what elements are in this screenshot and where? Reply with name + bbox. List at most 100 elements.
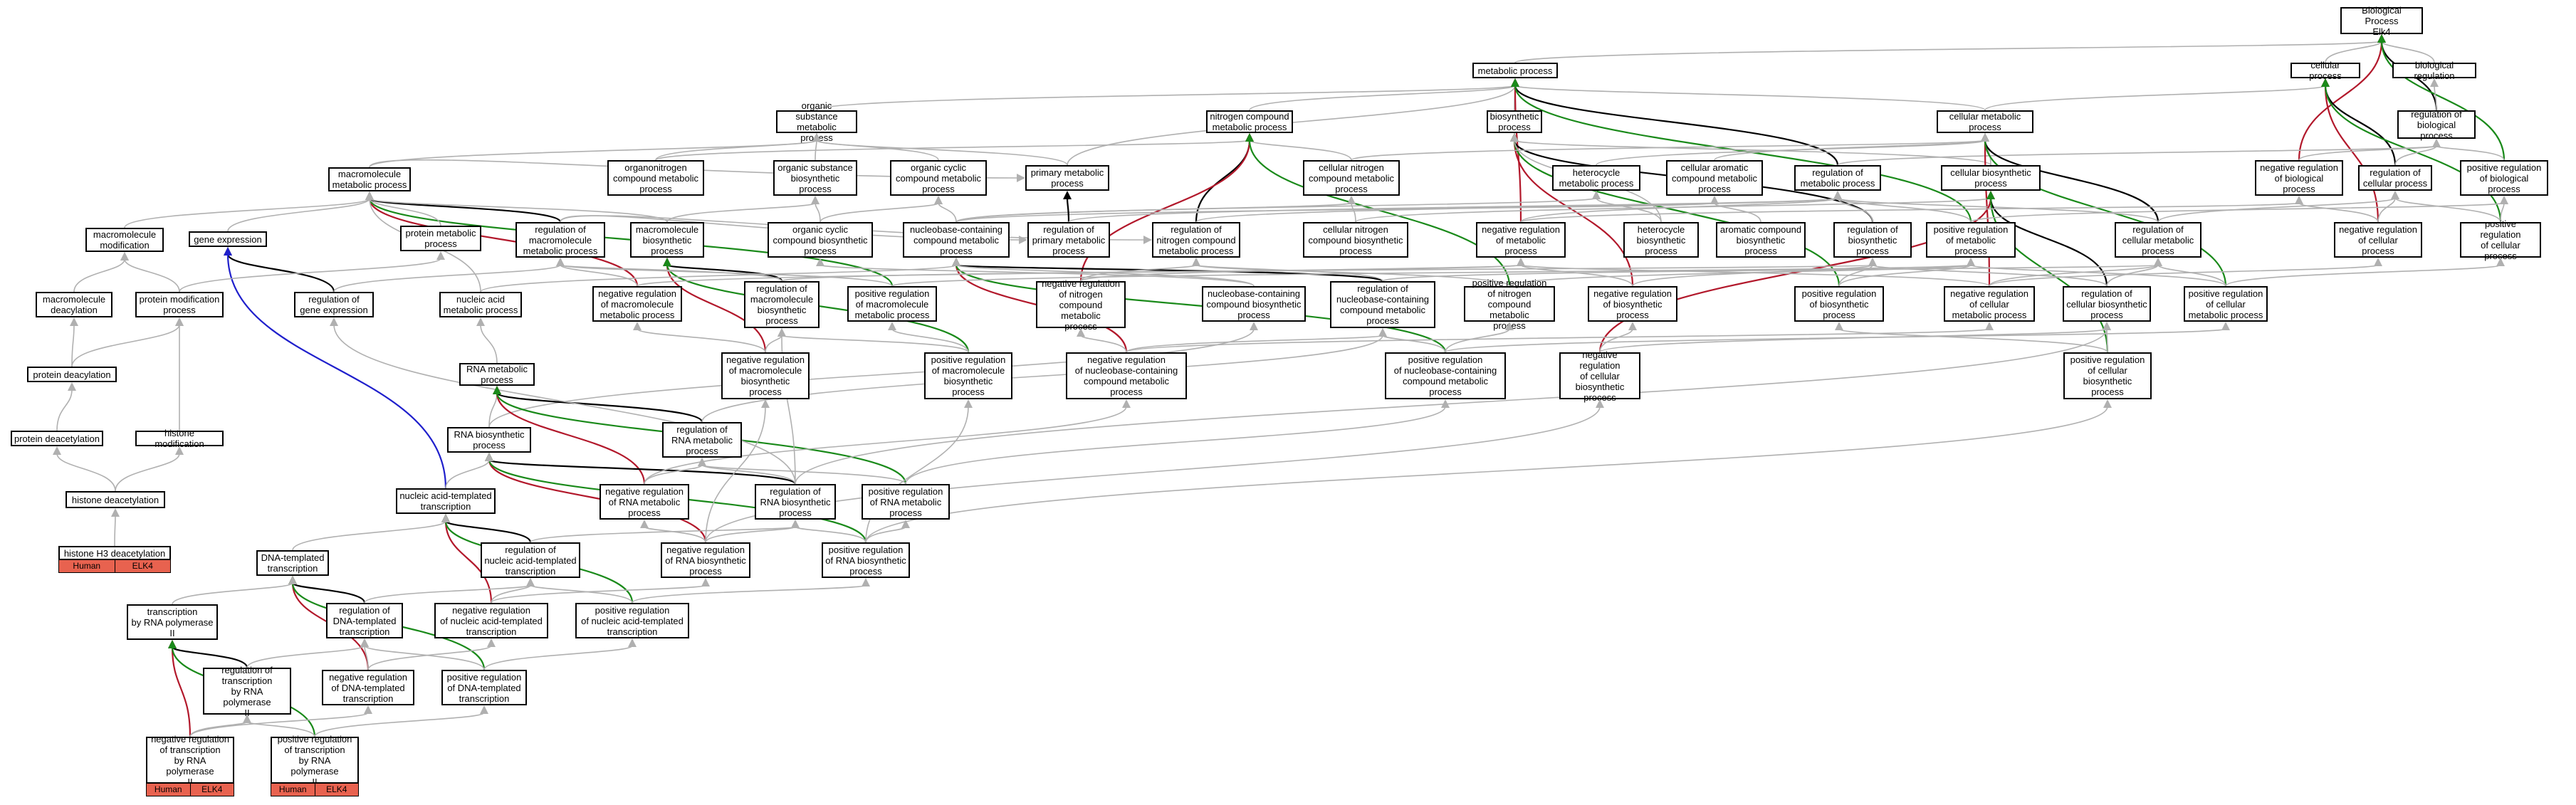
- go-term-mmp[interactable]: macromolecule metabolic process: [328, 167, 411, 191]
- go-term-cbp[interactable]: cellular biosynthetic process: [1941, 165, 2041, 191]
- edge-pm-to-mm: [124, 258, 180, 293]
- go-term-natt[interactable]: nucleic acid-templated transcription: [396, 488, 496, 514]
- go-term-breg[interactable]: biological regulation: [2392, 60, 2476, 81]
- go-term-prbp[interactable]: positive regulation of biological proces…: [2460, 160, 2548, 196]
- go-term-nrmmp[interactable]: negative regulation of macromolecule met…: [592, 286, 682, 322]
- annotation-tag-human[interactable]: Human: [271, 784, 315, 796]
- go-term-nrbsp[interactable]: negative regulation of biosynthetic proc…: [1588, 286, 1677, 322]
- go-term-pmp[interactable]: primary metabolic process: [1025, 165, 1109, 191]
- go-term-pm[interactable]: protein modification process: [135, 292, 224, 317]
- go-term-cp[interactable]: cellular process: [2290, 60, 2360, 81]
- go-term-prnatt[interactable]: positive regulation of nucleic acid-temp…: [575, 603, 689, 638]
- go-term-nccbp[interactable]: nucleobase-containing compound biosynthe…: [1202, 286, 1306, 322]
- go-term-dtt[interactable]: DNA-templated transcription: [256, 550, 329, 576]
- arrowhead-nrtrnap-to-nrdtt: [364, 705, 372, 714]
- go-term-osmp[interactable]: organic substance metabolic process: [776, 100, 857, 143]
- go-term-mbp[interactable]: macromolecule biosynthetic process: [630, 222, 704, 258]
- go-term-nam[interactable]: nucleic acid metabolic process: [439, 292, 522, 317]
- go-term-nrrnabp[interactable]: negative regulation of RNA biosynthetic …: [661, 542, 750, 578]
- edge-nrmp-to-rmp: [1520, 197, 1838, 223]
- go-term-pdeac[interactable]: protein deacetylation: [11, 431, 103, 446]
- annotation-tag-elk4[interactable]: ELK4: [314, 784, 358, 796]
- go-term-rnamp[interactable]: RNA metabolic process: [459, 363, 535, 386]
- go-term-mp[interactable]: metabolic process: [1472, 63, 1558, 78]
- go-term-ncmp[interactable]: nitrogen compound metabolic process: [1206, 110, 1293, 133]
- go-term-prmbp[interactable]: positive regulation of macromolecule bio…: [924, 352, 1012, 399]
- go-term-cmp[interactable]: cellular metabolic process: [1937, 110, 2033, 133]
- go-term-prrnamp[interactable]: positive regulation of RNA metabolic pro…: [862, 484, 950, 520]
- annotation-tag-human[interactable]: Human: [59, 560, 115, 572]
- go-term-rdtt[interactable]: regulation of DNA-templated transcriptio…: [326, 603, 403, 638]
- go-term-pmp2[interactable]: protein metabolic process: [400, 226, 481, 251]
- go-term-hdeac[interactable]: histone deacetylation: [66, 491, 165, 508]
- go-term-rrnabp[interactable]: regulation of RNA biosynthetic process: [755, 484, 836, 520]
- go-term-nrmp[interactable]: negative regulation of metabolic process: [1476, 222, 1566, 258]
- go-term-h3deac[interactable]: histone H3 deacetylation: [58, 546, 171, 560]
- go-term-prcbp[interactable]: positive regulation of cellular biosynth…: [2063, 352, 2152, 399]
- go-term-nrnccmp[interactable]: negative regulation of nucleobase-contai…: [1066, 352, 1187, 399]
- go-term-rnatt[interactable]: regulation of nucleic acid-templated tra…: [481, 542, 580, 578]
- go-term-nrnatt[interactable]: negative regulation of nucleic acid-temp…: [434, 603, 548, 638]
- annotation-tag-elk4[interactable]: ELK4: [114, 560, 170, 572]
- go-term-cacmp[interactable]: cellular aromatic compound metabolic pro…: [1666, 160, 1763, 196]
- go-term-occmp[interactable]: organic cyclic compound metabolic proces…: [890, 160, 987, 196]
- go-term-nrcmp[interactable]: negative regulation of cellular metaboli…: [1944, 286, 2035, 322]
- edge-rmmp-to-mmp: [368, 197, 562, 223]
- go-term-nrncmp[interactable]: negative regulation of nitrogen compound…: [1036, 278, 1126, 332]
- go-term-hbp[interactable]: heterocycle biosynthetic process: [1623, 222, 1699, 258]
- go-term-bsp[interactable]: biosynthetic process: [1487, 110, 1542, 133]
- go-term-nrrnamp[interactable]: negative regulation of RNA metabolic pro…: [600, 484, 689, 520]
- go-term-rnccmp[interactable]: regulation of nucleobase-containing comp…: [1330, 281, 1435, 328]
- go-term-rpmp[interactable]: regulation of primary metabolic process: [1027, 222, 1110, 258]
- go-term-nrmbp[interactable]: negative regulation of macromolecule bio…: [721, 352, 810, 399]
- go-term-occbp[interactable]: organic cyclic compound biosynthetic pro…: [768, 222, 873, 258]
- go-term-prmmp[interactable]: positive regulation of macromolecule met…: [847, 286, 937, 322]
- go-term-osbp[interactable]: organic substance biosynthetic process: [773, 160, 857, 196]
- go-term-prmp[interactable]: positive regulation of metabolic process: [1926, 222, 2016, 258]
- go-term-acbp[interactable]: aromatic compound biosynthetic process: [1716, 222, 1806, 258]
- go-term-rcp[interactable]: regulation of cellular process: [2358, 165, 2432, 191]
- go-term-rbp[interactable]: regulation of biological process: [2397, 109, 2476, 141]
- go-term-bp[interactable]: Biological Process Elk4: [2340, 5, 2423, 37]
- go-term-rbsp[interactable]: regulation of biosynthetic process: [1833, 222, 1912, 258]
- go-term-rmbp[interactable]: regulation of macromolecule biosynthetic…: [744, 281, 820, 328]
- go-term-cncbp[interactable]: cellular nitrogen compound biosynthetic …: [1303, 222, 1408, 258]
- go-term-nrbp[interactable]: negative regulation of biological proces…: [2255, 160, 2343, 196]
- annotation-tag-elk4[interactable]: ELK4: [189, 784, 234, 796]
- arrowhead-natt-to-rnabp: [485, 453, 493, 461]
- go-term-rnabp[interactable]: RNA biosynthetic process: [447, 427, 531, 453]
- go-term-rcmp[interactable]: regulation of cellular metabolic process: [2115, 222, 2201, 258]
- go-term-prnccmp[interactable]: positive regulation of nucleobase-contai…: [1385, 352, 1506, 399]
- arrowhead-prrnamp-to-rrnamp: [698, 458, 706, 466]
- go-term-md[interactable]: macromolecule deacylation: [36, 292, 112, 317]
- go-term-prcmp[interactable]: positive regulation of cellular metaboli…: [2184, 286, 2268, 322]
- go-term-prtrnap[interactable]: positive regulation of transcription by …: [271, 734, 359, 787]
- go-term-rmp[interactable]: regulation of metabolic process: [1794, 165, 1881, 191]
- go-term-nrdtt[interactable]: negative regulation of DNA-templated tra…: [322, 670, 414, 705]
- go-term-hmp[interactable]: heterocycle metabolic process: [1552, 165, 1640, 191]
- go-term-nrcp[interactable]: negative regulation of cellular process: [2334, 222, 2422, 258]
- go-term-nrtrnap[interactable]: negative regulation of transcription by …: [146, 734, 234, 787]
- go-term-prrnabp[interactable]: positive regulation of RNA biosynthetic …: [822, 542, 910, 578]
- edge-rtrnap-to-rdtt: [246, 645, 365, 668]
- go-term-rmmp[interactable]: regulation of macromolecule metabolic pr…: [515, 222, 605, 258]
- go-term-pd[interactable]: protein deacylation: [27, 367, 117, 382]
- go-term-prdtt[interactable]: positive regulation of DNA-templated tra…: [441, 670, 527, 705]
- go-term-oncmp[interactable]: organonitrogen compound metabolic proces…: [607, 160, 704, 196]
- go-term-prbsp[interactable]: positive regulation of biosynthetic proc…: [1794, 286, 1884, 322]
- go-term-rcbp[interactable]: regulation of cellular biosynthetic proc…: [2063, 286, 2151, 322]
- go-term-rtrnap[interactable]: regulation of transcription by RNA polym…: [203, 665, 291, 718]
- edge-rcp-to-rbp: [2394, 145, 2437, 166]
- go-term-nccmp[interactable]: nucleobase-containing compound metabolic…: [903, 222, 1010, 258]
- annotation-tag-human[interactable]: Human: [147, 784, 190, 796]
- go-term-ge[interactable]: gene expression: [189, 231, 267, 247]
- go-term-rrnamp[interactable]: regulation of RNA metabolic process: [662, 422, 742, 458]
- go-term-mm[interactable]: macromolecule modification: [85, 228, 164, 252]
- go-term-rncmp[interactable]: regulation of nitrogen compound metaboli…: [1152, 222, 1240, 258]
- arrowhead-prrnabp-to-prcbp: [2103, 399, 2112, 408]
- go-term-trnap[interactable]: transcription by RNA polymerase II: [127, 604, 218, 640]
- go-term-cncmp[interactable]: cellular nitrogen compound metabolic pro…: [1303, 160, 1400, 196]
- go-term-rge[interactable]: regulation of gene expression: [294, 292, 374, 317]
